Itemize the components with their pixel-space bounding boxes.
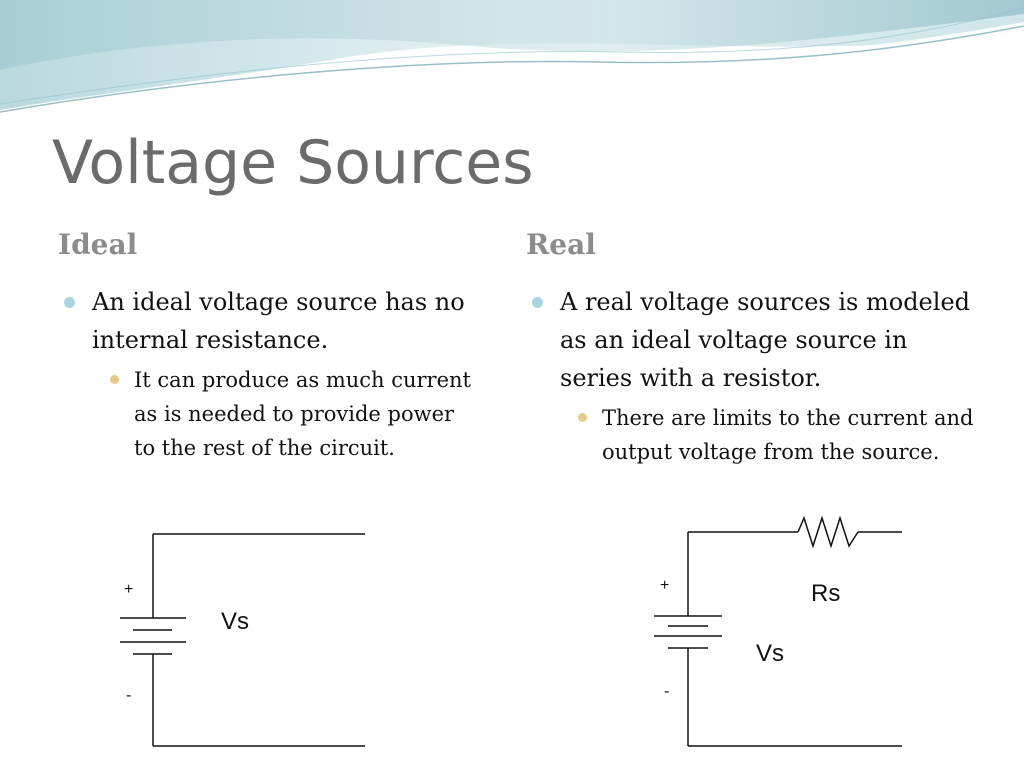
ideal-bullet-1-1: It can produce as much current as is nee… [58,363,478,465]
real-bullet-1: A real voltage sources is modeled as an … [526,283,986,397]
wave-header-decoration [0,0,1024,120]
wave-line [0,25,1024,113]
real-source-label: Vs [756,640,784,667]
ideal-source-label: Vs [221,608,249,635]
ideal-circuit-diagram: + - Vs [110,520,376,768]
ideal-plus-sign: + [124,581,133,598]
real-bullet-list: A real voltage sources is modeled as an … [526,283,986,469]
resistor-label: Rs [811,580,840,607]
slide-title: Voltage Sources [52,128,534,198]
ideal-bullet-1-text: An ideal voltage source has no internal … [92,288,465,354]
sub-bullet-dot-icon [110,375,119,384]
bullet-dot-icon [64,297,75,308]
ideal-bullet-list: An ideal voltage source has no internal … [58,283,478,465]
sub-bullet-dot-icon [578,413,587,422]
real-bullet-1-text: A real voltage sources is modeled as an … [560,288,971,392]
real-circuit-diagram: + - Rs Vs [640,502,920,768]
ideal-bullet-1-1-text: It can produce as much current as is nee… [134,368,471,460]
real-minus-sign: - [664,683,669,700]
heading-ideal: Ideal [58,228,138,261]
wave-line-thin [0,7,1024,105]
resistor-zigzag [797,515,859,549]
ideal-bullet-1: An ideal voltage source has no internal … [58,283,478,359]
real-bullet-1-1: There are limits to the current and outp… [526,401,986,469]
bullet-dot-icon [532,297,543,308]
heading-real: Real [526,228,596,261]
wave-band-mid [0,0,1024,70]
real-plus-sign: + [660,577,669,594]
ideal-minus-sign: - [126,687,131,704]
wave-band-white [0,22,1024,120]
real-bullet-1-1-text: There are limits to the current and outp… [602,406,974,464]
